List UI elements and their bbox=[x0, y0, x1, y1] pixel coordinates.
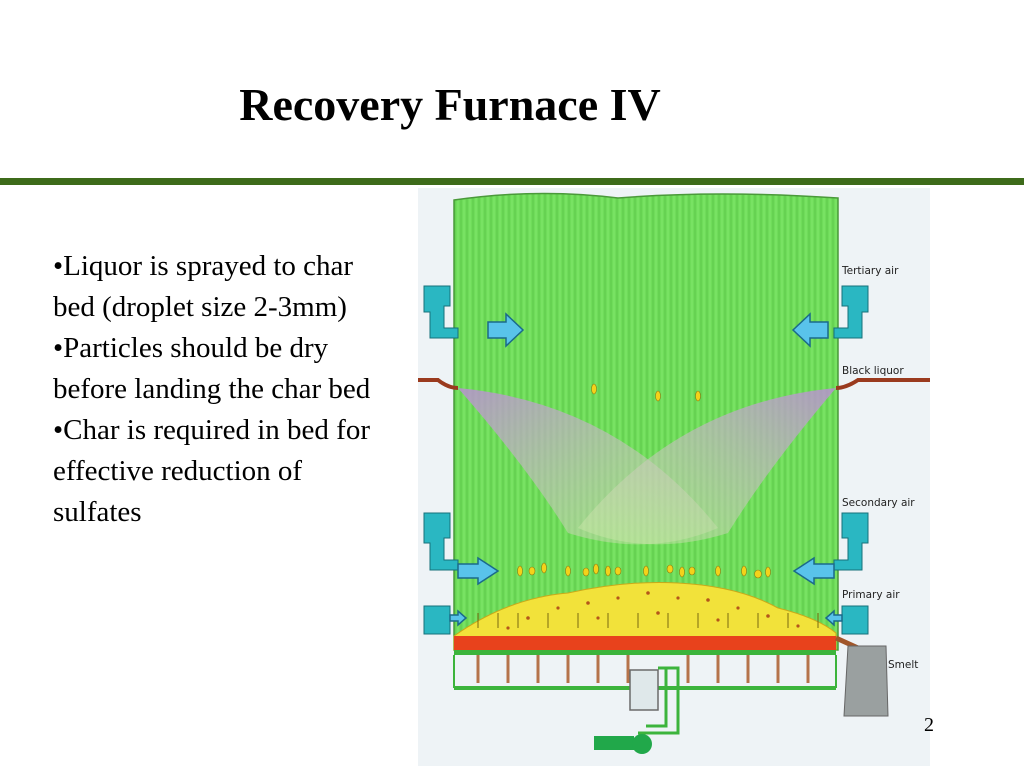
title-divider bbox=[0, 178, 1024, 185]
label-smelt: Smelt bbox=[888, 659, 918, 671]
arrow-primary-right bbox=[824, 609, 843, 627]
recovery-furnace-diagram: Tertiary air Black liquor Secondary air … bbox=[418, 188, 930, 766]
page-number: 2 bbox=[924, 714, 934, 736]
air-ducts bbox=[423, 285, 869, 635]
bottom-piping bbox=[629, 666, 680, 735]
label-primary-air: Primary air bbox=[842, 589, 900, 601]
label-tertiary-air: Tertiary air bbox=[841, 265, 899, 277]
liquor-spray-right bbox=[578, 388, 836, 545]
arrow-primary-left bbox=[449, 609, 468, 627]
label-black-liquor: Black liquor bbox=[842, 365, 904, 377]
pump-wheel bbox=[632, 734, 652, 754]
label-secondary-air: Secondary air bbox=[842, 497, 915, 509]
char-particles bbox=[506, 591, 800, 630]
arrow-secondary-right bbox=[792, 556, 835, 586]
bullet-list: •Liquor is sprayed to char bed (droplet … bbox=[53, 246, 383, 533]
air-arrows bbox=[449, 312, 843, 627]
furnace-wall bbox=[453, 192, 839, 651]
black-liquor-pipe-left bbox=[418, 378, 459, 390]
pump-body bbox=[594, 736, 634, 750]
smelt-dissolving-tank bbox=[843, 645, 889, 717]
arrow-secondary-left bbox=[457, 556, 500, 586]
primary-air-ports bbox=[477, 613, 819, 628]
black-liquor-pipe-right bbox=[835, 378, 930, 390]
char-bed bbox=[453, 581, 837, 651]
bullet-item: •Char is required in bed for effective r… bbox=[53, 414, 370, 528]
slide-title: Recovery Furnace IV bbox=[239, 79, 661, 130]
arrow-tertiary-left bbox=[487, 312, 525, 348]
arrow-tertiary-right bbox=[791, 312, 829, 348]
furnace-floor bbox=[454, 650, 836, 655]
bullet-item: •Particles should be dry before landing … bbox=[53, 332, 371, 405]
smelt-layer bbox=[454, 636, 836, 650]
bullet-item: •Liquor is sprayed to char bed (droplet … bbox=[53, 250, 354, 323]
droplets bbox=[517, 383, 771, 579]
floor-supports bbox=[476, 655, 810, 683]
